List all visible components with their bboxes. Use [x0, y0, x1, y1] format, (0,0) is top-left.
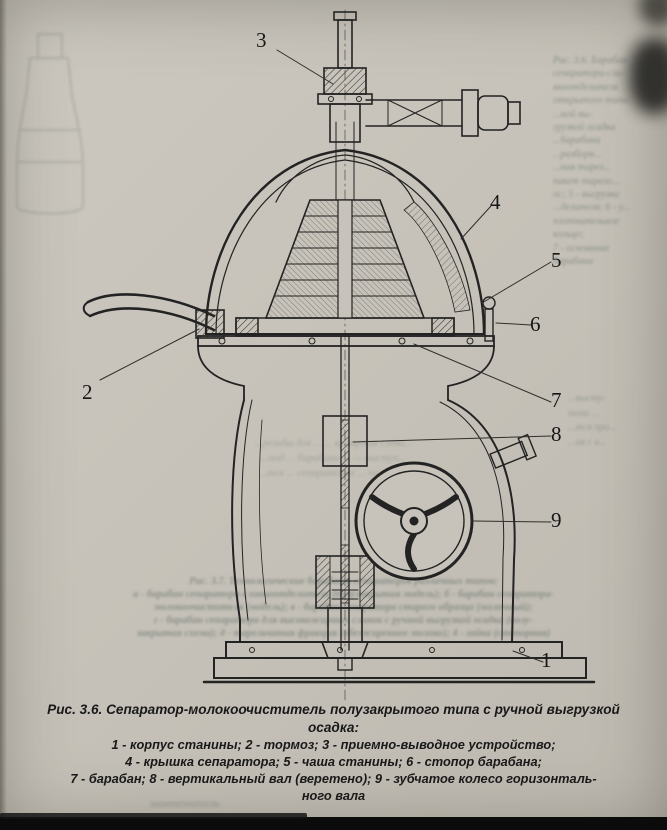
machine-drawing — [82, 9, 596, 701]
figure-caption: Рис. 3.6. Сепаратор-молокоочиститель пол… — [8, 701, 659, 804]
part-bowl-stopper — [482, 296, 496, 342]
part-inlet-outlet-device — [317, 11, 521, 143]
scan-shadow-left-edge — [0, 0, 7, 830]
part-spindle — [315, 335, 375, 671]
scan-ink-bar-bottom-2 — [0, 813, 307, 819]
callout-1: 1 — [541, 648, 552, 672]
callout-5: 5 — [551, 248, 562, 272]
caption-legend: 1 - корпус станины; 2 - тормоз; 3 - прие… — [70, 737, 597, 803]
bleedthrough-flask — [15, 32, 85, 215]
callout-leader-lines — [99, 49, 552, 663]
callout-6: 6 — [530, 312, 541, 336]
part-cover — [204, 121, 486, 336]
callout-8: 8 — [551, 422, 562, 446]
callout-3: 3 — [256, 28, 267, 52]
scan-ink-bar-bottom — [0, 817, 667, 830]
callout-7: 7 — [551, 388, 562, 412]
callout-9: 9 — [551, 508, 562, 532]
part-gear-wheel — [354, 461, 474, 581]
part-brake — [82, 293, 225, 339]
bleedthrough-right-mid: ...высту-пами ......тся про......ая с в.… — [568, 393, 617, 448]
callout-4: 4 — [490, 190, 501, 214]
part-bowl — [264, 199, 426, 319]
bleedthrough-word: мантенитель — [150, 796, 220, 810]
bleedthrough-band: ...резьбы для ... ... вращения слева....… — [254, 438, 413, 479]
callout-2: 2 — [82, 380, 93, 404]
part-drain-cock — [489, 433, 538, 469]
scan-shadow-top-right — [629, 38, 667, 114]
part-frame-housing — [202, 399, 596, 684]
part-frame-bowl — [197, 335, 495, 401]
caption-title: Рис. 3.6. Сепаратор-молокоочиститель пол… — [47, 702, 620, 735]
